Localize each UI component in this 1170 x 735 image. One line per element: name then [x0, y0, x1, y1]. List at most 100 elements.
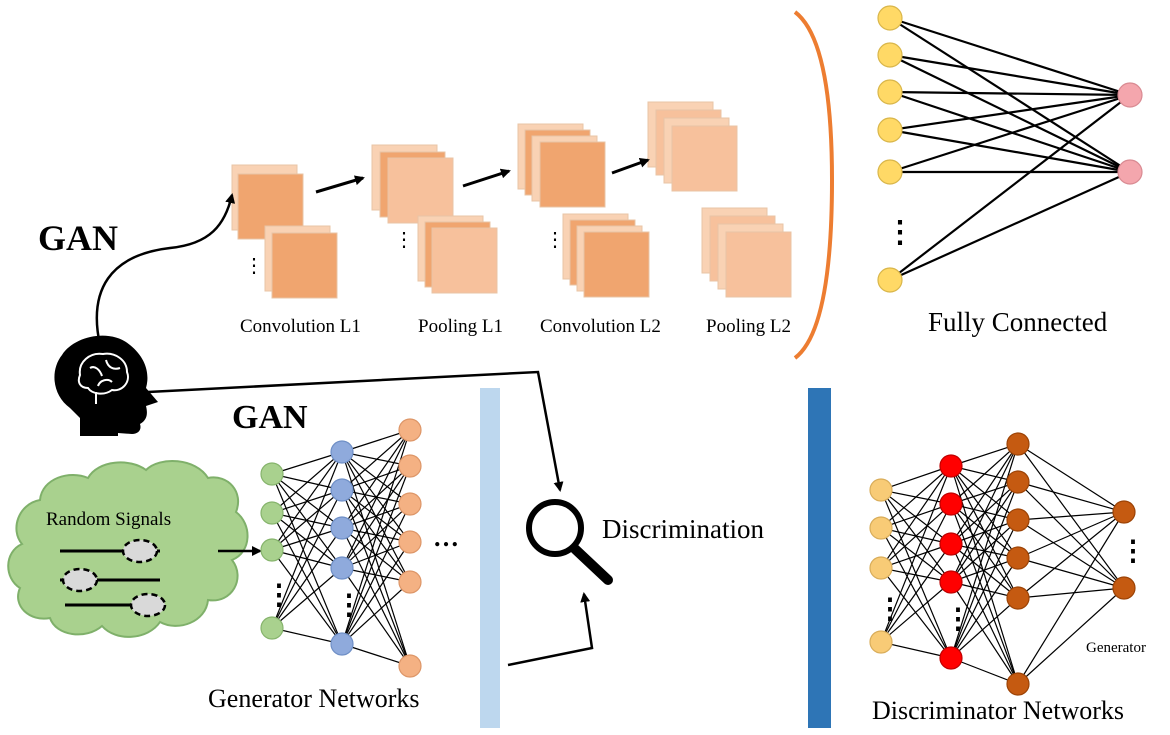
gen-ellipsis-input: ⋮: [265, 580, 293, 611]
generator-node-layer-2: [330, 478, 354, 502]
arrow-generator-to-discrimination: [507, 592, 594, 667]
conv-l2-stack-bottom: [562, 213, 650, 298]
fc-edge: [889, 170, 1131, 282]
random-signals-label: Random Signals: [46, 509, 171, 530]
generator-edge: [341, 489, 411, 667]
generator-node-layer-3: [398, 654, 422, 678]
generator-edge: [341, 429, 411, 453]
orange-bracket: [793, 10, 835, 360]
discriminator-node-layer-3: [1006, 672, 1030, 696]
discriminator-edge: [950, 519, 1019, 659]
discriminator-edge: [880, 465, 952, 529]
arrow-head-to-discrimination: [147, 370, 564, 492]
gan-top-label: GAN: [38, 218, 118, 258]
discriminator-edge: [1017, 511, 1125, 599]
discriminator-edge: [880, 641, 952, 659]
generator-edge: [341, 643, 411, 667]
generator-edge: [271, 451, 343, 475]
generator-edge: [341, 429, 411, 569]
discriminator-node-layer-3: [1006, 546, 1030, 570]
discrimination-label: Discrimination: [602, 514, 764, 544]
fc-node-layer-1: [877, 42, 903, 68]
generator-node-layer-3: [398, 530, 422, 554]
discriminator-edge: [950, 543, 1019, 685]
generator-edge: [341, 429, 411, 529]
fc-edge: [889, 93, 1131, 174]
pool-l2-stack-bottom: [701, 207, 792, 298]
fc-node-layer-1: [877, 5, 903, 31]
generator-edge: [341, 541, 411, 645]
fc-node-layer-2: [1117, 159, 1143, 185]
discriminator-node-layer-4: [1112, 500, 1136, 524]
generator-edge: [341, 567, 411, 667]
arrow-pool1-conv2: [462, 168, 511, 188]
discriminator-node-layer-2: [939, 492, 963, 516]
generator-edge: [341, 465, 411, 529]
discriminator-edge: [1017, 587, 1125, 599]
arrow-conv2-pool2: [611, 158, 650, 175]
generator-edge: [341, 465, 411, 569]
conv-l1-ellipsis: ⋮: [244, 255, 264, 277]
fc-edge: [889, 94, 1131, 281]
generator-node-layer-1: [260, 501, 284, 525]
discriminator-node-layer-2: [939, 532, 963, 556]
discriminator-node-layer-3: [1006, 508, 1030, 532]
discriminator-edge: [950, 581, 1019, 685]
dark-blue-bar: [808, 388, 831, 728]
fully-connected-network: ⋮ Fully Connected: [877, 5, 1143, 337]
discriminator-node-layer-1: [869, 630, 893, 654]
discriminator-node-layer-2: [939, 646, 963, 670]
conv-l2-stack-top: [517, 123, 606, 208]
fully-connected-label: Fully Connected: [928, 307, 1108, 337]
magnifier-icon: [526, 499, 613, 585]
generator-edge: [271, 627, 343, 645]
fc-edge: [889, 128, 1131, 174]
generator-node-layer-3: [398, 492, 422, 516]
disc-ellipsis-input: ⋮: [876, 594, 904, 625]
discriminator-edge: [880, 543, 952, 643]
discriminator-edge: [1017, 587, 1125, 685]
generator-edge: [271, 489, 343, 551]
brain-head-icon: [54, 335, 158, 436]
generator-node-layer-3: [398, 570, 422, 594]
generator-network: ⋮ ⋮ … Generator Networks: [208, 418, 459, 713]
discriminator-node-layer-4: [1112, 576, 1136, 600]
generator-node-layer-1: [260, 462, 284, 486]
pool-l1-label: Pooling L1: [418, 316, 503, 337]
fc-edge: [889, 17, 1131, 173]
generator-small-label: Generator: [1086, 640, 1146, 656]
fc-edge: [889, 90, 1131, 174]
discriminator-edge: [950, 557, 1019, 659]
arrow-conv1-pool1: [315, 175, 365, 194]
conv-l1-stack-bottom: [264, 225, 338, 299]
discriminator-edge: [880, 503, 952, 643]
generator-edge: [271, 451, 343, 629]
discriminator-edge: [950, 597, 1019, 659]
discriminator-edge: [1017, 481, 1125, 513]
light-blue-bar: [480, 388, 500, 728]
fc-node-layer-1: [877, 79, 903, 105]
discriminator-edge: [880, 465, 952, 491]
fc-node-layer-1: [877, 267, 903, 293]
fc-node-layer-1: [877, 159, 903, 185]
discriminator-edge: [1017, 511, 1125, 559]
generator-node-layer-2: [330, 556, 354, 580]
generator-node-layer-1: [260, 538, 284, 562]
fc-ellipsis: ⋮: [885, 216, 915, 249]
discriminator-edge: [1017, 511, 1125, 521]
disc-ellipsis-hidden: ⋮: [944, 604, 972, 635]
fc-edge: [889, 16, 1131, 97]
pool-l2-stack-top: [647, 101, 738, 192]
discriminator-edge: [1017, 557, 1125, 589]
fc-edge: [889, 93, 1131, 132]
generator-node-layer-2: [330, 440, 354, 464]
discriminator-node-layer-1: [869, 556, 893, 580]
discriminator-edge: [950, 443, 1019, 545]
discriminator-edge: [880, 567, 952, 659]
discriminator-edge: [880, 465, 952, 569]
discriminator-edge: [880, 465, 952, 643]
generator-edge: [341, 465, 411, 645]
disc-ellipsis-output: ⋮: [1119, 536, 1147, 567]
generator-edge: [341, 581, 411, 645]
